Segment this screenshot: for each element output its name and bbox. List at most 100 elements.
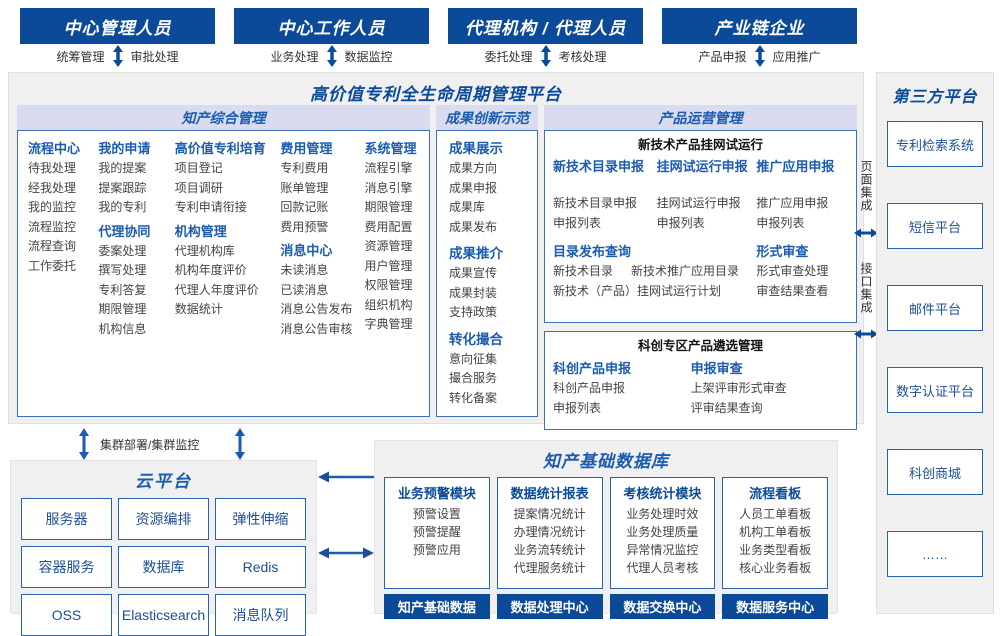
ip-item-1-1-2[interactable]: 专利答复	[98, 282, 147, 297]
ip-item-2-1-1[interactable]: 机构年度评价	[174, 263, 247, 277]
ach-item-0-0[interactable]: 成果方向	[449, 161, 498, 175]
po-trial-item-0-0[interactable]: 新技术目录申报	[553, 196, 638, 210]
ip-item-0-0-1[interactable]: 经我处理	[28, 180, 77, 195]
database-card-item-3-0[interactable]: 人员工单看板	[739, 507, 812, 521]
po-pub-item-1-0[interactable]: 形式审查处理	[756, 264, 829, 278]
ip-group-title-3-0[interactable]: 费用管理	[280, 141, 333, 156]
ip-item-3-0-3[interactable]: 费用预警	[280, 219, 329, 234]
po-pub-item-0-0[interactable]: 新技术目录	[553, 264, 614, 278]
database-card-item-1-0[interactable]: 提案情况统计	[513, 507, 586, 521]
cloud-cell-3[interactable]: 容器服务	[21, 546, 112, 588]
ip-item-2-0-1[interactable]: 项目调研	[174, 180, 223, 195]
ach-item-0-3[interactable]: 成果发布	[449, 219, 498, 234]
third-party-item-1[interactable]: 短信平台	[887, 203, 983, 249]
ip-item-1-1-0[interactable]: 委案处理	[98, 243, 147, 258]
po-kc-item-1-1[interactable]: 评审结果查询	[690, 400, 763, 415]
po-trial-item-0-1[interactable]: 申报列表	[553, 215, 602, 230]
role-title-3[interactable]: 产业链企业	[662, 8, 857, 44]
ach-item-2-2[interactable]: 转化备案	[449, 390, 498, 405]
ip-item-4-0-1[interactable]: 消息引擎	[364, 180, 413, 195]
ach-group-title-1[interactable]: 成果推介	[449, 246, 503, 261]
ip-item-2-1-2[interactable]: 代理人年度评价	[174, 282, 259, 297]
ip-item-1-0-0[interactable]: 我的提案	[98, 161, 147, 175]
database-footer-2[interactable]: 数据交换中心	[609, 594, 716, 619]
database-card-item-2-0[interactable]: 业务处理时效	[626, 507, 699, 521]
ip-item-3-0-1[interactable]: 账单管理	[280, 180, 329, 195]
ip-group-title-2-0[interactable]: 高价值专利培育	[174, 141, 266, 156]
po-pub-group-title-0[interactable]: 目录发布查询	[553, 244, 632, 259]
po-kc-item-0-1[interactable]: 申报列表	[553, 400, 602, 415]
database-footer-1[interactable]: 数据处理中心	[496, 594, 603, 619]
ip-item-3-1-0[interactable]: 未读消息	[280, 263, 329, 277]
ip-item-4-0-7[interactable]: 组织机构	[364, 297, 413, 312]
ip-item-3-0-2[interactable]: 回款记账	[280, 200, 329, 214]
role-title-0[interactable]: 中心管理人员	[20, 8, 215, 44]
cloud-cell-5[interactable]: Redis	[215, 546, 306, 588]
database-card-item-2-2[interactable]: 异常情况监控	[626, 543, 699, 557]
ach-item-0-2[interactable]: 成果库	[449, 200, 486, 214]
po-trial-item-1-1[interactable]: 申报列表	[656, 215, 705, 230]
ip-item-1-1-4[interactable]: 机构信息	[98, 321, 147, 336]
po-trial-group-title-2[interactable]: 推广应用申报	[756, 159, 835, 174]
ip-item-3-0-0[interactable]: 专利费用	[280, 161, 329, 175]
ip-item-2-0-0[interactable]: 项目登记	[174, 161, 223, 175]
ach-item-0-1[interactable]: 成果申报	[449, 180, 498, 195]
ip-item-0-0-5[interactable]: 工作委托	[28, 258, 77, 273]
po-pub-group-title-1[interactable]: 形式审查	[756, 244, 809, 259]
ip-item-1-0-2[interactable]: 我的专利	[98, 200, 147, 214]
database-card-item-1-2[interactable]: 业务流转统计	[513, 543, 586, 557]
ip-item-2-0-2[interactable]: 专利申请衔接	[174, 200, 247, 214]
ach-item-1-2[interactable]: 支持政策	[449, 305, 498, 319]
ip-item-4-0-6[interactable]: 权限管理	[364, 278, 413, 292]
ip-item-0-0-2[interactable]: 我的监控	[28, 200, 77, 214]
ip-item-1-1-1[interactable]: 撰写处理	[98, 263, 147, 277]
ip-item-3-1-1[interactable]: 已读消息	[280, 282, 329, 297]
ip-item-0-0-4[interactable]: 流程查询	[28, 239, 77, 253]
cloud-cell-8[interactable]: 消息队列	[215, 594, 306, 636]
role-title-1[interactable]: 中心工作人员	[234, 8, 429, 44]
ip-item-4-0-8[interactable]: 字典管理	[364, 317, 413, 331]
third-party-item-4[interactable]: 科创商城	[887, 449, 983, 495]
po-trial-item-2-1[interactable]: 申报列表	[756, 215, 805, 230]
database-card-item-0-0[interactable]: 预警设置	[412, 507, 461, 521]
po-trial-group-title-1[interactable]: 挂网试运行申报	[656, 159, 748, 174]
ip-item-4-0-4[interactable]: 资源管理	[364, 239, 413, 253]
database-card-item-1-1[interactable]: 办理情况统计	[513, 525, 586, 539]
third-party-item-2[interactable]: 邮件平台	[887, 285, 983, 331]
database-card-item-3-3[interactable]: 核心业务看板	[739, 561, 812, 575]
third-party-item-5[interactable]: ……	[887, 531, 983, 577]
ach-item-1-1[interactable]: 成果封装	[449, 285, 498, 300]
database-card-item-1-3[interactable]: 代理服务统计	[513, 561, 586, 575]
cloud-cell-2[interactable]: 弹性伸缩	[215, 498, 306, 540]
ip-item-0-0-0[interactable]: 待我处理	[28, 161, 77, 175]
database-card-item-2-3[interactable]: 代理人员考核	[626, 561, 699, 575]
ip-item-1-0-1[interactable]: 提案跟踪	[98, 180, 147, 195]
database-card-item-3-2[interactable]: 业务类型看板	[739, 543, 812, 557]
cloud-cell-1[interactable]: 资源编排	[118, 498, 209, 540]
ip-item-1-1-3[interactable]: 期限管理	[98, 302, 147, 316]
ip-item-4-0-2[interactable]: 期限管理	[364, 200, 413, 214]
po-trial-group-title-0[interactable]: 新技术目录申报	[553, 159, 645, 174]
ip-item-4-0-5[interactable]: 用户管理	[364, 258, 413, 273]
ip-item-4-0-0[interactable]: 流程引擎	[364, 161, 413, 175]
ip-group-title-2-1[interactable]: 机构管理	[174, 223, 227, 239]
ip-item-2-1-3[interactable]: 数据统计	[174, 302, 223, 316]
ip-group-title-1-1[interactable]: 代理协同	[98, 223, 151, 239]
po-kc-item-1-0[interactable]: 上架评审形式审查	[690, 381, 787, 395]
third-party-item-0[interactable]: 专利检索系统	[887, 121, 983, 167]
cloud-cell-6[interactable]: OSS	[21, 594, 112, 636]
po-trial-item-2-0[interactable]: 推广应用申报	[756, 196, 829, 210]
ip-group-title-1-0[interactable]: 我的申请	[98, 141, 151, 156]
ach-group-title-0[interactable]: 成果展示	[449, 141, 503, 156]
po-kc-item-0-0[interactable]: 科创产品申报	[553, 381, 626, 395]
cloud-cell-0[interactable]: 服务器	[21, 498, 112, 540]
database-card-item-0-1[interactable]: 预警提醒	[412, 525, 461, 539]
database-footer-0[interactable]: 知产基础数据	[384, 594, 490, 619]
database-card-item-0-2[interactable]: 预警应用	[412, 543, 461, 557]
ach-item-2-1[interactable]: 撮合服务	[449, 371, 498, 385]
po-trial-item-1-0[interactable]: 挂网试运行申报	[656, 196, 741, 210]
ip-item-0-0-3[interactable]: 流程监控	[28, 219, 77, 234]
third-party-item-3[interactable]: 数字认证平台	[887, 367, 983, 413]
ach-item-1-0[interactable]: 成果宣传	[449, 266, 498, 280]
ach-group-title-2[interactable]: 转化撮合	[449, 331, 503, 347]
